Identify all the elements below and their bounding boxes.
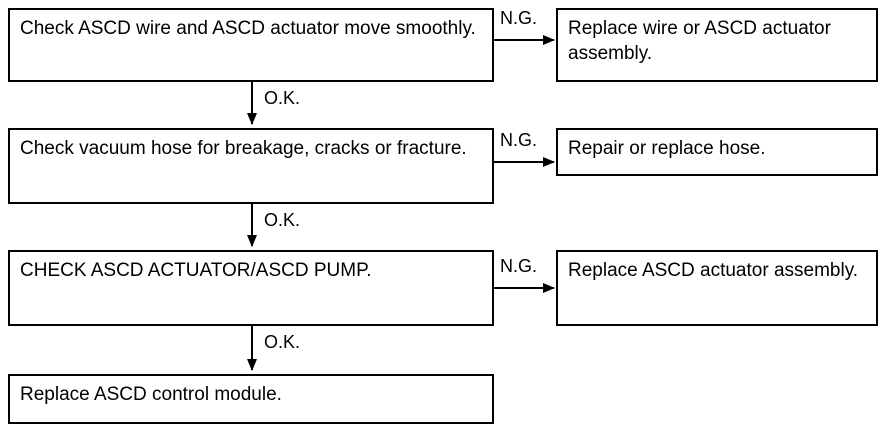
ng-label-1: N.G. — [500, 8, 538, 28]
ng-label-3: N.G. — [500, 256, 538, 276]
step-2-text: Check vacuum hose for breakage, cracks o… — [20, 138, 467, 159]
ok-label-3: O.K. — [264, 332, 301, 352]
final-step-box: Replace ASCD control module. — [8, 374, 494, 424]
step-2-box: Check vacuum hose for breakage, cracks o… — [8, 128, 494, 204]
ng-result-3-text: Replace ASCD actuator assembly. — [568, 260, 859, 281]
final-step-text: Replace ASCD control module. — [20, 384, 282, 405]
ng-result-2-text: Repair or replace hose. — [568, 138, 766, 159]
ng-result-3-box: Replace ASCD actuator assembly. — [556, 250, 878, 326]
ok-label-1: O.K. — [264, 88, 301, 108]
step-1-text: Check ASCD wire and ASCD actuator move s… — [20, 18, 476, 39]
ng-result-2-box: Repair or replace hose. — [556, 128, 878, 176]
ng-result-1-text: Replace wire or ASCD actuator assembly. — [568, 18, 831, 64]
ok-label-2: O.K. — [264, 210, 301, 230]
ng-result-1-box: Replace wire or ASCD actuator assembly. — [556, 8, 878, 82]
step-1-box: Check ASCD wire and ASCD actuator move s… — [8, 8, 494, 82]
step-3-box: CHECK ASCD ACTUATOR/ASCD PUMP. — [8, 250, 494, 326]
ng-label-2: N.G. — [500, 130, 538, 150]
step-3-text: CHECK ASCD ACTUATOR/ASCD PUMP. — [20, 260, 372, 281]
